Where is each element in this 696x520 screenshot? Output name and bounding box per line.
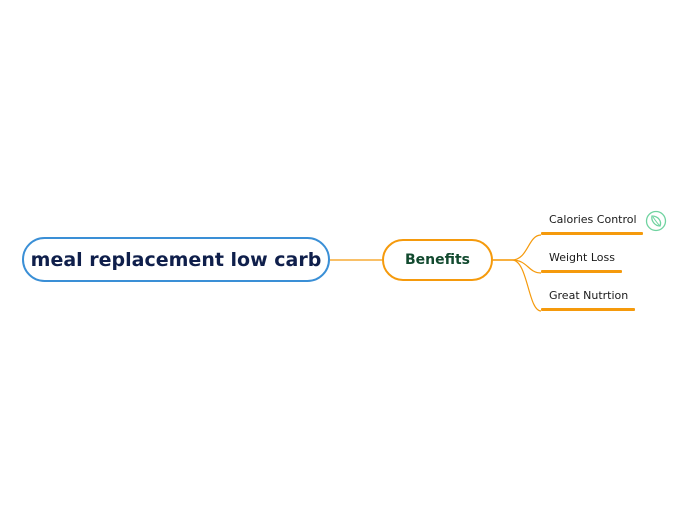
subtopic-label: Weight Loss <box>549 251 615 264</box>
subtopic-weight-loss[interactable]: Weight Loss <box>541 251 622 273</box>
subtopic-calories-control[interactable]: Calories Control <box>541 213 643 235</box>
leaf-icon[interactable] <box>645 210 667 232</box>
subtopic-label: Great Nutrtion <box>549 289 629 302</box>
subtopic-underline <box>541 270 622 273</box>
subtopic-underline <box>541 232 643 235</box>
subtopic-underline <box>541 308 635 311</box>
subtopic-label: Calories Control <box>549 213 637 226</box>
subtopic-great-nutrition[interactable]: Great Nutrtion <box>541 289 635 311</box>
main-topic-label: Benefits <box>404 252 471 268</box>
root-topic-label: meal replacement low carb <box>30 248 322 271</box>
main-topic-benefits[interactable]: Benefits <box>382 239 493 281</box>
root-topic-node[interactable]: meal replacement low carb <box>22 237 330 282</box>
